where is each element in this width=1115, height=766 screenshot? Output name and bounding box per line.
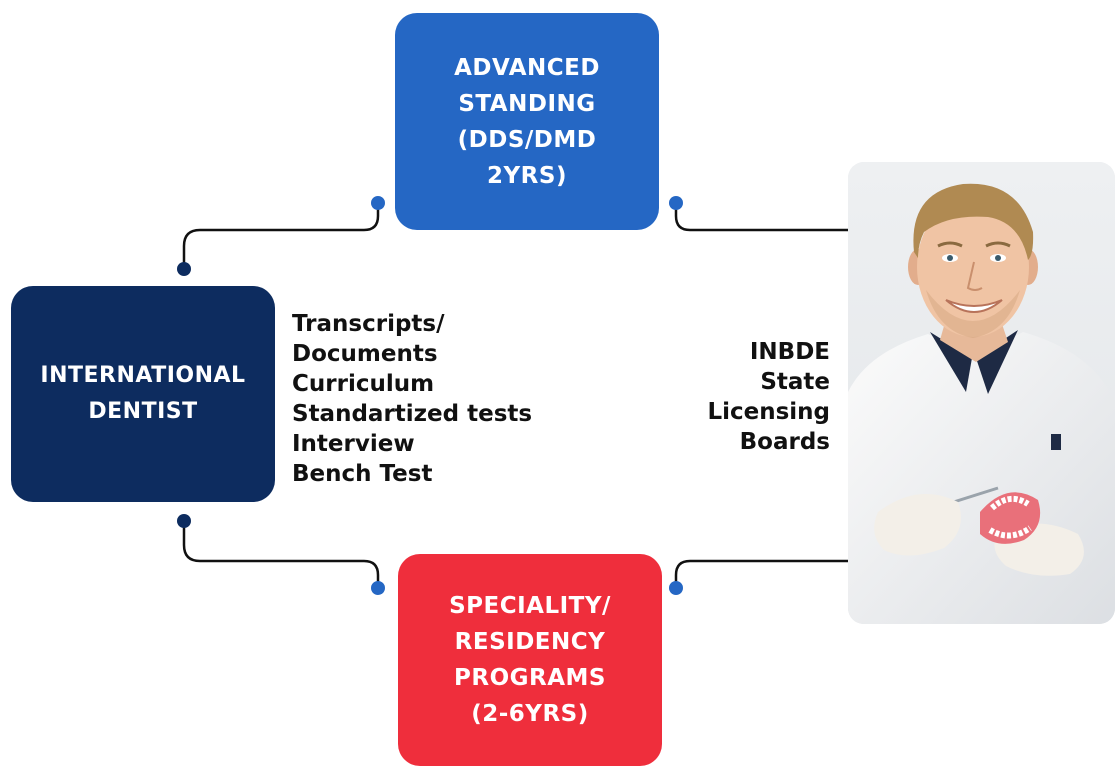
dentist-illustration: [848, 162, 1115, 624]
box-line: SPECIALITY/: [449, 593, 611, 619]
connector-dot: [371, 581, 385, 595]
speciality-residency-box: SPECIALITY/ RESIDENCY PROGRAMS (2-6YRS): [398, 554, 662, 766]
requirements-list: Transcripts/ Documents Curriculum Standa…: [292, 309, 532, 489]
connector-dot: [371, 196, 385, 210]
connector-licensing-to-speciality: [674, 559, 850, 588]
box-line: PROGRAMS: [454, 665, 606, 691]
connector-dot: [177, 262, 191, 276]
box-line: ADVANCED: [454, 54, 600, 81]
requirement-item: Documents: [292, 341, 438, 367]
international-dentist-box: INTERNATIONAL DENTIST: [11, 286, 275, 502]
connector-dot: [669, 196, 683, 210]
requirement-item: Curriculum: [292, 371, 435, 397]
advanced-standing-box: ADVANCED STANDING (DDS/DMD 2YRS): [395, 13, 659, 230]
requirement-item: Interview: [292, 431, 415, 457]
dentist-photo: [848, 162, 1115, 624]
requirement-item: Transcripts/: [292, 311, 445, 337]
box-line: (DDS/DMD: [457, 126, 597, 153]
connector-advanced-to-licensing: [674, 204, 850, 232]
box-line: DENTIST: [88, 399, 198, 424]
connector-dot: [177, 514, 191, 528]
licensing-item: State: [760, 369, 830, 395]
licensing-item: Licensing: [707, 399, 830, 425]
box-line: (2-6YRS): [471, 701, 589, 727]
box-line: RESIDENCY: [454, 629, 606, 655]
licensing-item: Boards: [739, 429, 830, 455]
box-line: 2YRS): [487, 162, 567, 189]
connector-international-to-speciality: [182, 521, 380, 588]
requirement-item: Bench Test: [292, 461, 433, 487]
licensing-list: INBDE State Licensing Boards: [707, 337, 830, 457]
connector-international-to-advanced: [182, 204, 380, 268]
box-line: INTERNATIONAL: [40, 363, 246, 388]
connector-dot: [669, 581, 683, 595]
licensing-item: INBDE: [749, 339, 830, 365]
box-line: STANDING: [458, 90, 596, 117]
requirement-item: Standartized tests: [292, 401, 533, 427]
